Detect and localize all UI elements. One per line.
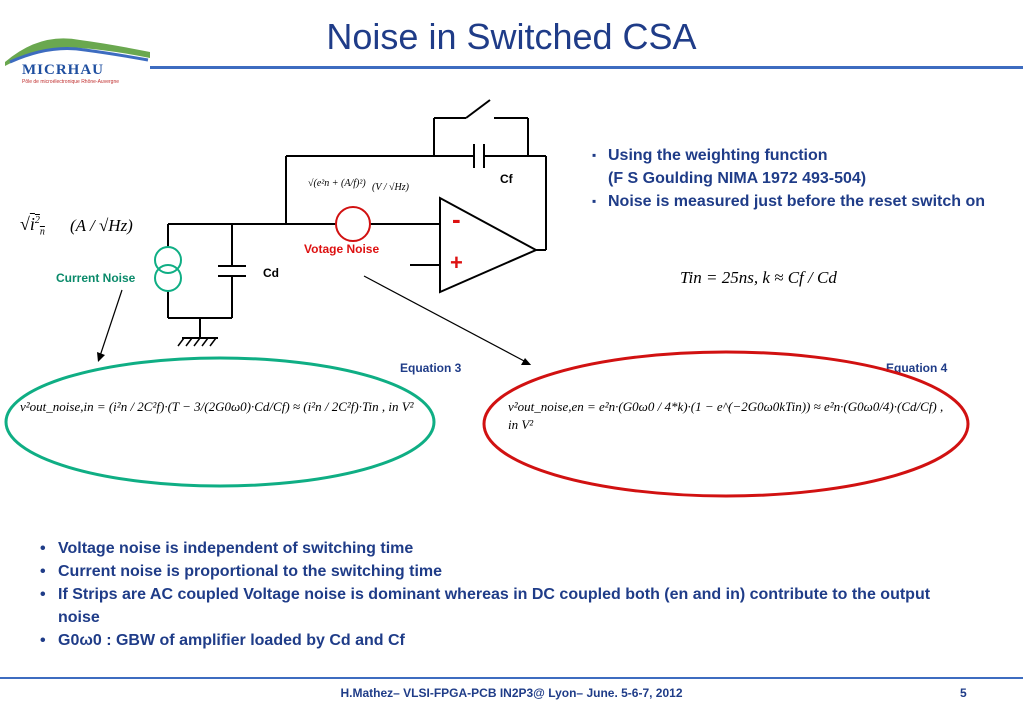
- logo-mountain-icon: [5, 38, 150, 66]
- en-noise-unit: (V / √Hz): [372, 182, 409, 193]
- page-title: Noise in Switched CSA: [326, 16, 697, 57]
- in-noise-unit: (A / √Hz): [70, 216, 133, 235]
- bullet-voltage-noise: Voltage noise is independent of switchin…: [40, 537, 940, 560]
- equation-3-label: Equation 3: [400, 361, 462, 375]
- bullet-gbw: G0ω0 : GBW of amplifier loaded by Cd and…: [40, 629, 940, 652]
- bottom-bullet-list: Voltage noise is independent of switchin…: [40, 537, 940, 652]
- tin-formula: Tin = 25ns, k ≈ Cf / Cd: [680, 268, 837, 287]
- right-bullet-list: Using the weighting function(F S Gouldin…: [592, 144, 1002, 213]
- bullet-measured-before-reset: Noise is measured just before the reset …: [592, 190, 1002, 213]
- equation-ellipses: [4, 350, 970, 498]
- footer-text: H.Mathez– VLSI-FPGA-PCB IN2P3@ Lyon– Jun…: [340, 686, 683, 700]
- minus-sign: -: [452, 204, 461, 234]
- equation-4-label: Equation 4: [886, 361, 948, 375]
- cd-label: Cd: [263, 266, 279, 280]
- bullet-ac-dc-coupling: If Strips are AC coupled Voltage noise i…: [40, 583, 940, 629]
- page-number: 5: [960, 686, 967, 700]
- current-noise-label: Current Noise: [56, 271, 136, 285]
- bullet-weighting-function: Using the weighting function(F S Gouldin…: [592, 144, 1002, 190]
- logo-subtitle: Pôle de microélectronique Rhône-Auvergne: [22, 79, 120, 85]
- logo-text: MICRHAU: [22, 62, 104, 78]
- plus-sign: +: [450, 250, 463, 275]
- circuit-diagram: [97, 99, 547, 365]
- header-divider: [150, 66, 1023, 69]
- cf-label: Cf: [500, 172, 513, 186]
- equation-3: v²out_noise,in = (i²n / 2C²f)·(T − 3/(2G…: [20, 399, 414, 414]
- voltage-noise-label: Votage Noise: [304, 242, 380, 256]
- equation-4: v²out_noise,en = e²n·(G0ω0 / 4*k)·(1 − e…: [508, 399, 944, 432]
- bullet-current-noise: Current noise is proportional to the swi…: [40, 560, 940, 583]
- en-noise-symbol: √(e²n + (A/f)²): [308, 178, 366, 189]
- in-noise-symbol: √i2n: [20, 214, 45, 238]
- footer-divider: [0, 677, 1023, 679]
